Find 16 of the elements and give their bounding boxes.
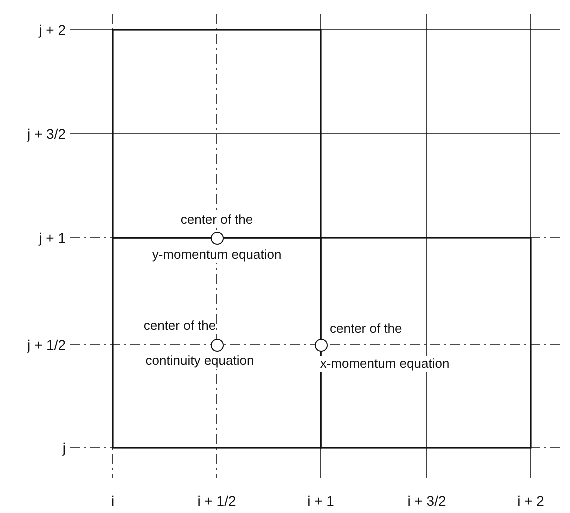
axis-label: j + 3/2: [27, 126, 66, 142]
annotation: y-momentum equation: [152, 247, 282, 263]
annotation: continuity equation: [146, 353, 254, 369]
axis-label: j + 2: [39, 22, 66, 38]
axis-label: i + 3/2: [408, 493, 446, 509]
marker-circle: [210, 232, 224, 244]
axis-label: i + 1/2: [198, 493, 236, 509]
axis-label: j + 1/2: [27, 337, 66, 353]
axis-label: j + 1: [39, 230, 66, 246]
axis-label: i + 1: [308, 493, 334, 509]
axis-label: i: [111, 493, 115, 509]
axis-label: i + 2: [518, 493, 544, 509]
axis-label: j: [62, 440, 66, 456]
marker-circle: [314, 338, 328, 352]
marker-circle: [210, 338, 224, 352]
annotation: x-momentum equation: [320, 356, 450, 372]
